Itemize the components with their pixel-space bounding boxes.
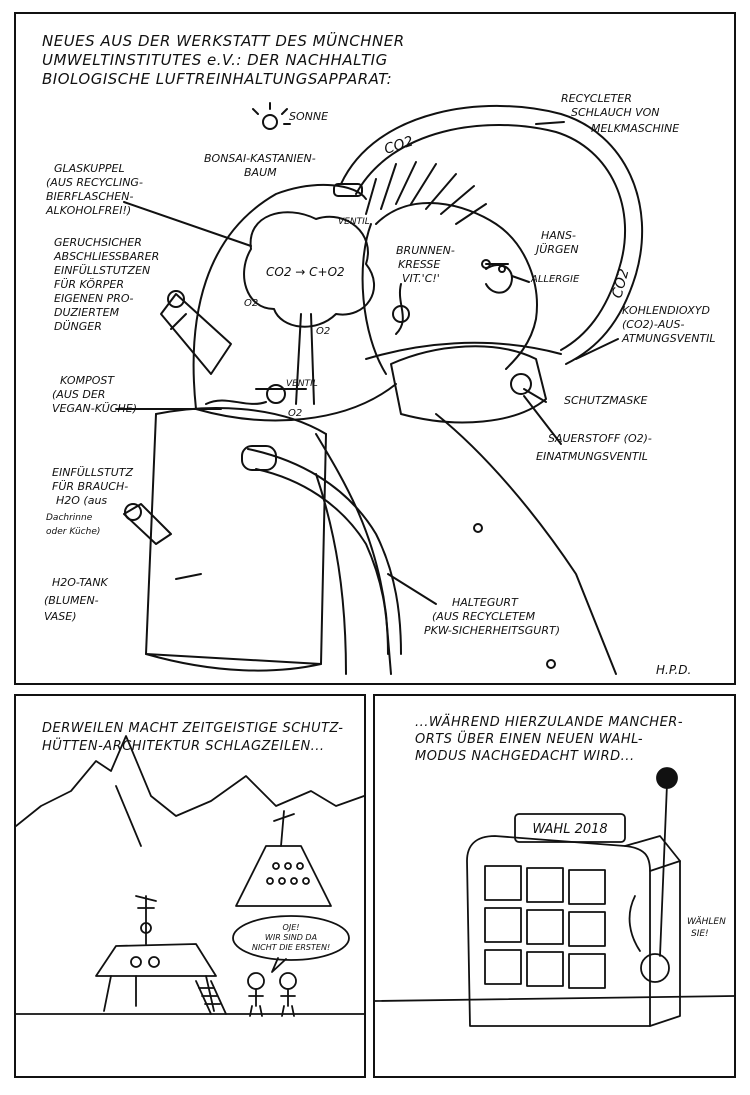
panel2-caption: DERWEILEN MACHT ZEITGEISTIGE SCHUTZ- HÜT… — [42, 720, 343, 756]
speech-line: WIR SIND DA — [265, 933, 317, 942]
label-schutzmaske: SCHUTZMASKE — [564, 394, 647, 407]
tree-crown — [243, 211, 376, 328]
panel-huts: DERWEILEN MACHT ZEITGEISTIGE SCHUTZ- HÜT… — [14, 694, 366, 1078]
lever-arm — [659, 783, 668, 957]
label-geruch: DUZIERTEM — [54, 306, 120, 319]
label-geruch: EINFÜLLSTUTZEN — [54, 264, 150, 277]
label-h2otank: VASE) — [44, 610, 77, 623]
label-geruch: GERUCHSICHER — [54, 236, 142, 249]
panel3-caption-line: ...WÄHREND HIERZULANDE MANCHER- — [415, 715, 684, 730]
hose-outer — [340, 105, 644, 365]
apparatus-drawing: SONNE BONSAI-KASTANIEN- BAUM CO2 CO2 REC… — [44, 92, 716, 677]
label-sauerstoff: SAUERSTOFF (O2)- — [548, 432, 652, 445]
label-kompost: VEGAN-KÜCHE) — [52, 402, 137, 415]
lever-knob — [656, 767, 678, 789]
label-einfuell: EINFÜLLSTUTZ — [52, 466, 134, 479]
label-recycleter: RECYCLETER — [561, 92, 632, 105]
sun — [262, 114, 278, 130]
label-glaskuppel: BIERFLASCHEN- — [46, 190, 133, 203]
label-haltegurt: (AUS RECYCLETEM — [432, 610, 536, 623]
label-formula: CO2 → C+O2 — [266, 265, 345, 279]
label-brunnenkresse: VIT.'C!' — [402, 272, 440, 285]
panel1-caption-line: NEUES AUS DER WERKSTATT DES MÜNCHNER — [42, 32, 405, 50]
lever-base — [640, 953, 670, 983]
label-kompost: KOMPOST — [60, 374, 115, 387]
panel1-caption-line: BIOLOGISCHE LUFTREINHALTUNGSAPPARAT: — [42, 70, 393, 88]
figure-left-head — [247, 972, 265, 990]
lever-label: SIE! — [691, 929, 709, 939]
label-sauerstoff: EINATMUNGSVENTIL — [536, 450, 648, 463]
hut-front — [95, 943, 217, 977]
panel-apparatus: NEUES AUS DER WERKSTATT DES MÜNCHNER UMW… — [14, 12, 736, 685]
label-haltegurt: HALTEGURT — [452, 596, 519, 609]
label-o2: O2 — [288, 408, 302, 419]
label-h2otank: (BLUMEN- — [44, 594, 99, 607]
floor — [375, 995, 734, 1002]
lever-label: WÄHLEN — [687, 916, 726, 927]
label-hans: HANS- — [541, 229, 576, 242]
panel3-caption-line: ORTS ÜBER EINEN NEUEN WAHL- — [415, 732, 644, 747]
label-sonne: SONNE — [289, 110, 328, 123]
reel-grid — [484, 865, 606, 989]
label-h2otank: H2O-TANK — [52, 576, 109, 589]
head — [375, 202, 538, 370]
label-geruch: EIGENEN PRO- — [54, 292, 134, 305]
signature: H.P.D. — [656, 663, 691, 677]
speech-line: NICHT DIE ERSTEN! — [252, 943, 330, 952]
label-geruch: DÜNGER — [54, 320, 102, 333]
panel3-caption-line: MODUS NACHGEDACHT WIRD... — [415, 749, 635, 764]
label-haltegurt: PKW-SICHERHEITSGURT) — [424, 624, 560, 637]
label-bonsai: BONSAI-KASTANIEN- — [204, 152, 316, 165]
panel2-caption-line: DERWEILEN MACHT ZEITGEISTIGE SCHUTZ- — [42, 721, 344, 736]
label-glaskuppel: (AUS RECYCLING- — [46, 176, 143, 189]
tank-outline — [145, 413, 327, 665]
label-geruch: ABSCHLIESSBARER — [53, 250, 159, 263]
label-geruch: FÜR KÖRPER — [54, 278, 124, 291]
label-recycleter: SCHLAUCH VON — [571, 106, 660, 119]
label-glaskuppel: ALKOHOLFREI!) — [45, 204, 131, 217]
panel1-caption-line: UMWELTINSTITUTES e.V.: DER NACHHALTIG — [42, 51, 388, 69]
label-recycleter: MELKMASCHINE — [591, 122, 679, 135]
speech-line: OJE! — [283, 923, 300, 932]
label-einfuell: H2O (aus — [56, 494, 107, 507]
label-o2: O2 — [244, 298, 258, 309]
label-hans: JÜRGEN — [534, 243, 579, 256]
machine-label: WAHL 2018 — [532, 822, 607, 837]
label-kohlendioxyd: (CO2)-AUS- — [622, 318, 684, 331]
hose-inner — [355, 123, 627, 351]
huts-drawing: OJE! WIR SIND DA NICHT DIE ERSTEN! — [16, 735, 364, 1017]
label-brunnenkresse: BRUNNEN- — [396, 244, 455, 257]
panel1-caption: NEUES AUS DER WERKSTATT DES MÜNCHNER UMW… — [42, 32, 405, 89]
label-o2: O2 — [316, 326, 330, 337]
harness-strap — [247, 448, 402, 655]
label-co2-right: CO2 — [609, 267, 632, 300]
label-einfuell: Dachrinne — [46, 513, 93, 523]
speech-bubble — [232, 915, 350, 961]
mountain-ridge — [16, 735, 364, 827]
label-allergie: ALLERGIE — [530, 274, 580, 285]
fill-nozzle — [160, 293, 232, 375]
slot-machine-drawing: WAHL 2018 WÄHLEN SIE! — [375, 767, 734, 1027]
label-co2-top: CO2 — [382, 133, 415, 157]
label-kompost: (AUS DER — [52, 388, 105, 401]
hut-back — [235, 845, 332, 907]
figure-right-head — [279, 972, 297, 990]
label-einfuell: FÜR BRAUCH- — [52, 480, 128, 493]
label-kohlendioxyd: ATMUNGSVENTIL — [621, 332, 716, 345]
label-bonsai: BAUM — [244, 166, 277, 179]
panel2-caption-line: HÜTTEN-ARCHITEKTUR SCHLAGZEILEN... — [42, 739, 325, 754]
label-ventil-top: VENTIL — [338, 217, 370, 227]
label-ventil-mid: VENTIL — [286, 379, 318, 389]
water-inlet — [123, 503, 172, 545]
label-glaskuppel: GLASKUPPEL — [54, 162, 125, 175]
panel3-caption: ...WÄHREND HIERZULANDE MANCHER- ORTS ÜBE… — [415, 714, 683, 765]
label-einfuell: oder Küche) — [46, 527, 100, 537]
machine-label-frame — [514, 813, 626, 843]
panel-slot-machine: ...WÄHREND HIERZULANDE MANCHER- ORTS ÜBE… — [373, 694, 736, 1078]
glass-dome — [192, 184, 367, 410]
label-kohlendioxyd: KOHLENDIOXYD — [622, 304, 710, 317]
mask — [390, 345, 547, 424]
label-brunnenkresse: KRESSE — [398, 258, 440, 271]
